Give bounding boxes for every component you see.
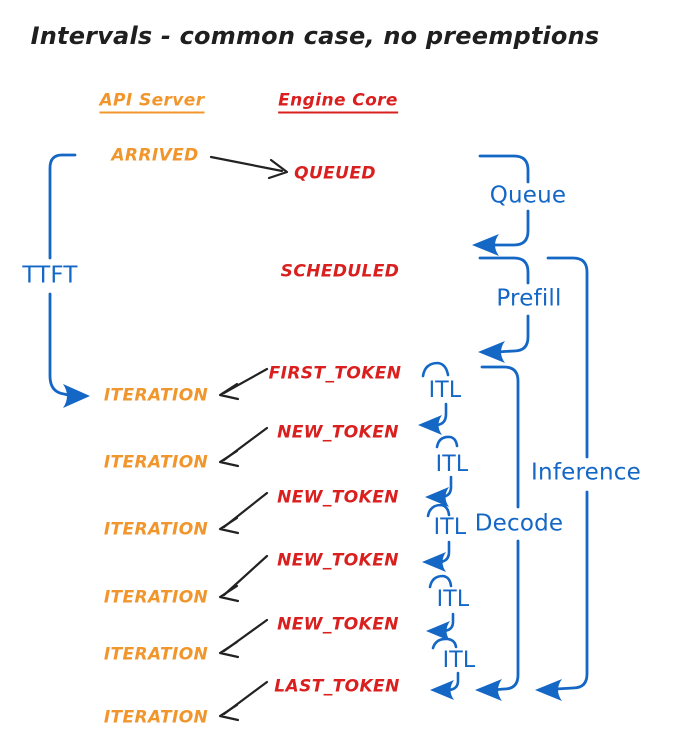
itl-arrowhead-left-icon (418, 415, 442, 435)
itl-bracket-4 (426, 574, 455, 641)
open-arrowhead-left-icon (218, 516, 240, 535)
event-new-token: NEW_TOKEN (277, 487, 399, 508)
event-new-token: NEW_TOKEN (277, 550, 399, 571)
itl-arrowhead-left-icon (422, 552, 446, 572)
open-arrowhead-left-icon (218, 584, 240, 603)
arrow-arrived-to-queued (209, 155, 289, 180)
event-new-token: NEW_TOKEN (277, 614, 399, 635)
column-header-engine-core: Engine Core (278, 92, 398, 114)
itl-arrowhead-left-icon (430, 680, 454, 700)
inference-bracket (535, 256, 589, 701)
queue-bracket (472, 154, 530, 256)
column-header-api-server: API Server (99, 92, 205, 114)
prefill-arrowhead-left-icon (478, 341, 505, 363)
event-last-token: LAST_TOKEN (274, 676, 400, 697)
page-title: Intervals - common case, no preemptions (30, 22, 600, 50)
open-arrowhead-left-icon (218, 382, 240, 401)
event-iteration: ITERATION (103, 519, 209, 540)
ttft-bracket (48, 153, 90, 408)
event-iteration: ITERATION (103, 587, 209, 608)
open-arrowhead-left-icon (218, 703, 240, 722)
prefill-bracket (478, 256, 530, 363)
decode-arrowhead-left-icon (475, 679, 502, 701)
decode-bracket (475, 365, 520, 701)
ttft-arrowhead-right-icon (63, 384, 90, 408)
interval-label-itl: ITL (442, 648, 476, 673)
open-arrowhead-right-icon (267, 158, 289, 180)
arrow-last-token-to-iteration (218, 680, 269, 722)
arrow-new-token-to-iteration (218, 618, 269, 659)
event-new-token: NEW_TOKEN (277, 422, 399, 443)
interval-label-decode: Decode (474, 510, 564, 537)
event-iteration: ITERATION (103, 707, 209, 728)
itl-bracket-1 (418, 361, 450, 435)
interval-label-itl: ITL (435, 452, 469, 477)
arrow-new-token-to-iteration (218, 554, 269, 603)
event-scheduled: SCHEDULED (280, 261, 400, 282)
arrow-new-token-to-iteration (218, 426, 269, 468)
itl-arrowhead-left-icon (425, 487, 449, 507)
interval-label-itl: ITL (428, 378, 462, 403)
itl-bracket-5 (430, 637, 460, 700)
event-arrived: ARRIVED (111, 145, 199, 166)
arrow-new-token-to-iteration (218, 491, 269, 535)
interval-label-queue: Queue (489, 182, 567, 209)
event-queued: QUEUED (294, 163, 376, 184)
arrow-first-token-to-iteration (218, 367, 269, 401)
interval-label-ttft: TTFT (22, 262, 78, 289)
interval-label-inference: Inference (531, 459, 641, 486)
interval-label-itl: ITL (433, 515, 467, 540)
itl-arrowhead-left-icon (426, 621, 450, 641)
event-first-token: FIRST_TOKEN (268, 363, 402, 384)
open-arrowhead-left-icon (218, 449, 240, 468)
queue-arrowhead-left-icon (472, 234, 499, 256)
event-iteration: ITERATION (103, 644, 209, 665)
interval-label-prefill: Prefill (496, 285, 562, 312)
inference-arrowhead-left-icon (535, 679, 562, 701)
itl-bracket-3 (422, 503, 451, 572)
event-iteration: ITERATION (103, 385, 209, 406)
interval-label-itl: ITL (436, 587, 470, 612)
itl-bracket-2 (425, 435, 459, 507)
event-iteration: ITERATION (103, 452, 209, 473)
open-arrowhead-left-icon (218, 640, 240, 659)
